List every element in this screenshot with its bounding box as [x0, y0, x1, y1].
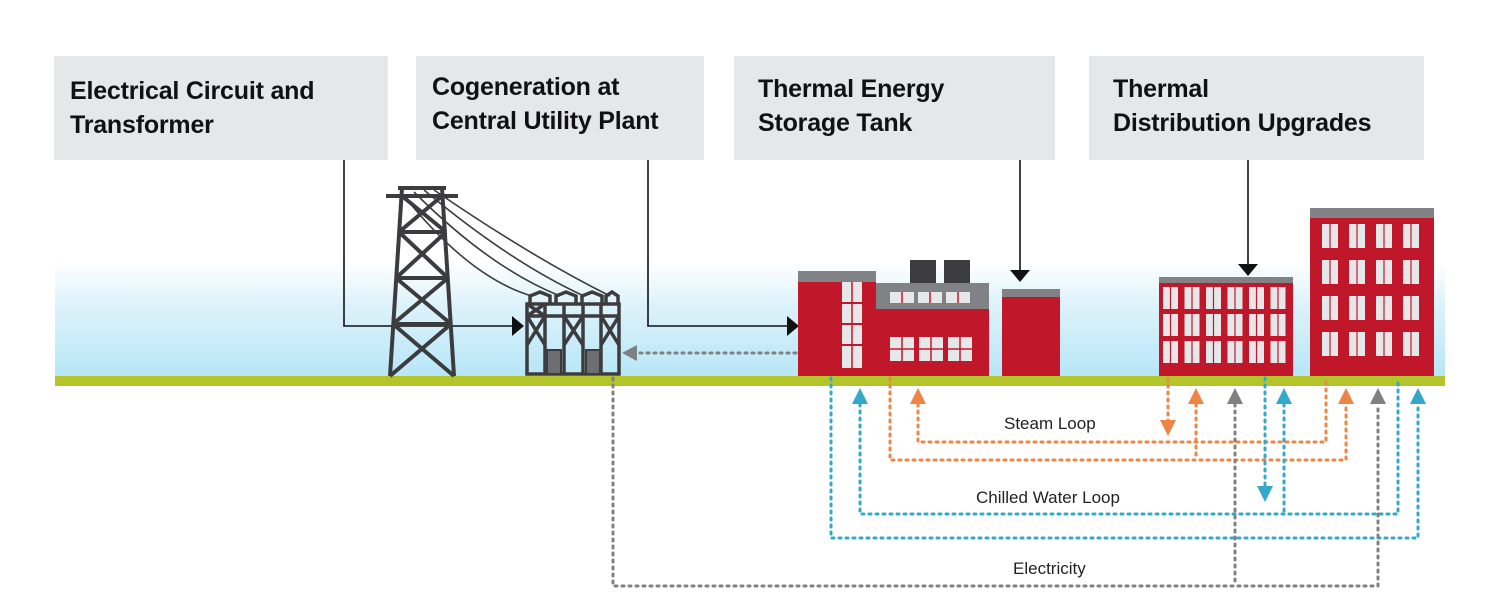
label-distribution-upgrades: Thermal Distribution Upgrades	[1089, 56, 1424, 160]
transformer-icon	[525, 289, 621, 376]
label-thermal-storage-line1: Thermal Energy	[758, 75, 945, 103]
power-wires	[403, 189, 611, 297]
label-thermal-storage: Thermal Energy Storage Tank	[734, 56, 1055, 160]
distribution-building-icon	[1159, 277, 1293, 376]
label-cogeneration: Cogeneration at Central Utility Plant	[416, 56, 704, 160]
callout-storage-arrowhead	[1010, 270, 1030, 282]
callout-lines	[343, 160, 1258, 336]
callout-electrical	[343, 160, 515, 327]
label-distribution-line1: Thermal	[1113, 75, 1209, 103]
tall-building-icon	[1310, 208, 1434, 376]
callout-distribution-arrowhead	[1238, 264, 1258, 276]
label-cogeneration-line2: Central Utility Plant	[432, 107, 659, 135]
steam-loop-label: Steam Loop	[1004, 414, 1096, 433]
electricity-loop-label: Electricity	[1013, 559, 1086, 578]
central-utility-plant-icon	[798, 260, 989, 376]
thermal-storage-tank-icon	[1002, 289, 1060, 376]
label-electrical-line2: Transformer	[70, 111, 214, 139]
callout-electrical-arrowhead	[512, 316, 524, 336]
callout-cogeneration-arrowhead	[787, 316, 799, 336]
chilled-water-loop-lines	[829, 376, 1420, 540]
ground-line	[55, 376, 1445, 386]
electricity-feed	[622, 345, 798, 361]
label-thermal-storage-line2: Storage Tank	[758, 109, 913, 137]
label-cogeneration-line1: Cogeneration at	[432, 73, 620, 101]
electricity-loop-arrows	[1227, 388, 1386, 404]
chilled-water-loop-arrows	[852, 388, 1426, 502]
steam-loop-lines	[888, 376, 1348, 462]
chilled-water-loop-label: Chilled Water Loop	[976, 488, 1120, 507]
label-electrical-circuit: Electrical Circuit and Transformer	[54, 56, 388, 160]
steam-loop-arrows	[910, 388, 1354, 436]
electricity-loop-lines	[611, 376, 1380, 588]
label-distribution-line2: Distribution Upgrades	[1113, 109, 1372, 137]
callout-cogeneration	[647, 160, 787, 327]
label-electrical-line1: Electrical Circuit and	[70, 77, 315, 105]
